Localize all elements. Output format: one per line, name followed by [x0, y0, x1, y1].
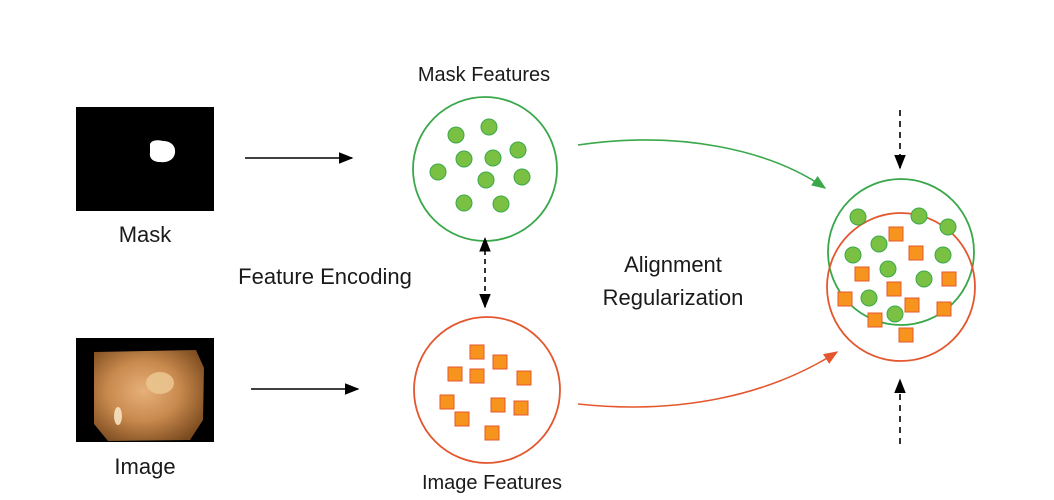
aligned-mask-dot: [910, 207, 928, 225]
mask-feature-dot: [480, 118, 498, 136]
aligned-image-squares: [837, 226, 957, 343]
image-feature-square: [447, 366, 463, 382]
image-feature-square: [513, 400, 529, 416]
image-feature-square: [516, 370, 532, 386]
mask-feature-dot: [429, 163, 447, 181]
mask-feature-dot: [509, 141, 527, 159]
mask-feature-dot: [492, 195, 510, 213]
aligned-mask-dot: [860, 289, 878, 307]
aligned-mask-dot: [886, 305, 904, 323]
image-feature-squares: [439, 344, 532, 441]
aligned-image-square: [837, 291, 853, 307]
image-features-circle: [413, 316, 561, 464]
aligned-image-circle: [826, 212, 976, 362]
aligned-image-square: [867, 312, 883, 328]
aligned-image-square: [941, 271, 957, 287]
aligned-mask-circle: [827, 178, 975, 326]
aligned-image-square: [908, 245, 924, 261]
image-thumbnail-icon: [76, 338, 214, 442]
mask-thumbnail-icon: [76, 107, 214, 211]
aligned-image-square: [854, 266, 870, 282]
image-feature-square: [439, 394, 455, 410]
aligned-image-square: [898, 327, 914, 343]
mask-feature-dot: [455, 194, 473, 212]
mask-features-title: Mask Features: [418, 64, 550, 86]
aligned-mask-dot: [844, 246, 862, 264]
mask-label: Mask: [119, 222, 173, 247]
alignment-regularization-label-line2: Regularization: [603, 285, 744, 310]
aligned-image-square: [936, 301, 952, 317]
mask-feature-dot: [455, 150, 473, 168]
alignment-regularization-label: Alignment: [624, 252, 722, 277]
image-features-title: Image Features: [422, 472, 562, 494]
mask-feature-dot: [477, 171, 495, 189]
aligned-mask-dots: [844, 207, 957, 323]
feature-encoding-label: Feature Encoding: [238, 264, 412, 289]
aligned-mask-dot: [939, 218, 957, 236]
mask-alignment-arrow: [577, 139, 827, 189]
aligned-mask-dot: [879, 260, 897, 278]
image-feature-square: [492, 354, 508, 370]
image-feature-square: [484, 425, 500, 441]
aligned-image-square: [904, 297, 920, 313]
aligned-mask-dot: [849, 208, 867, 226]
image-alignment-arrow: [577, 351, 839, 408]
image-feature-square: [469, 368, 485, 384]
aligned-image-square: [888, 226, 904, 242]
image-label: Image: [114, 454, 175, 479]
mask-feature-dot: [484, 149, 502, 167]
aligned-mask-dot: [870, 235, 888, 253]
aligned-image-square: [886, 281, 902, 297]
aligned-mask-dot: [934, 246, 952, 264]
image-feature-square: [490, 397, 506, 413]
image-feature-square: [469, 344, 485, 360]
mask-feature-dots: [429, 118, 531, 213]
mask-feature-dot: [447, 126, 465, 144]
image-feature-square: [454, 411, 470, 427]
mask-feature-dot: [513, 168, 531, 186]
aligned-mask-dot: [915, 270, 933, 288]
